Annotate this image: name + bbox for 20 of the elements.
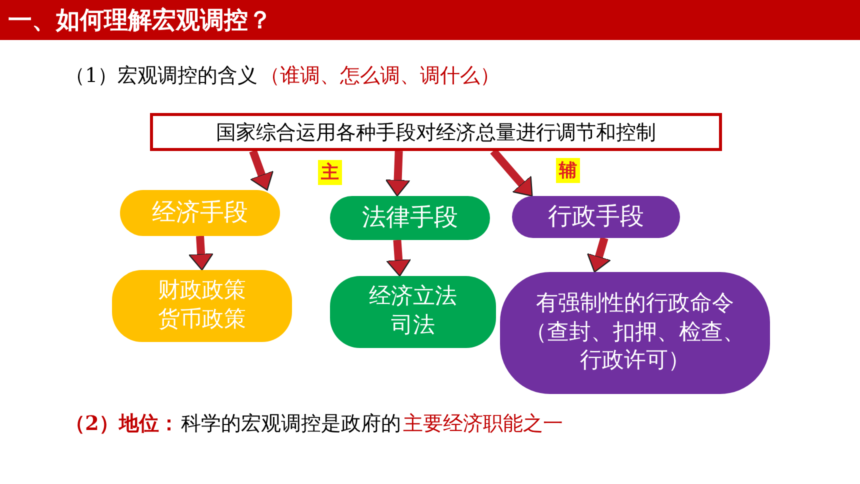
example-box: 有强制性的行政命令（查封、扣押、检查、行政许可） <box>500 272 770 394</box>
subheading-note: （谁调、怎么调、调什么） <box>260 62 500 88</box>
arrow <box>249 150 274 191</box>
arrow <box>188 236 214 271</box>
definition-box: 国家综合运用各种手段对经济总量进行调节和控制 <box>150 113 722 151</box>
subheading: （1）宏观调控的含义 <box>65 62 258 88</box>
title: 一、如何理解宏观调控？ <box>8 5 272 36</box>
example-box: 财政政策货币政策 <box>112 270 292 342</box>
arrow <box>385 150 410 197</box>
example-box: 经济立法司法 <box>330 276 496 348</box>
statement-text: 科学的宏观调控是政府的 <box>181 410 401 436</box>
statement-text: 主要经济职能之一 <box>403 410 563 436</box>
arrow <box>586 236 612 273</box>
tag-label: 辅 <box>556 158 580 184</box>
tag-label: 主 <box>318 160 342 186</box>
method-box: 经济手段 <box>120 190 280 236</box>
method-box: 法律手段 <box>330 196 490 240</box>
subheading: （2）地位： <box>65 410 179 436</box>
arrow <box>386 240 412 277</box>
method-box: 行政手段 <box>512 196 680 238</box>
